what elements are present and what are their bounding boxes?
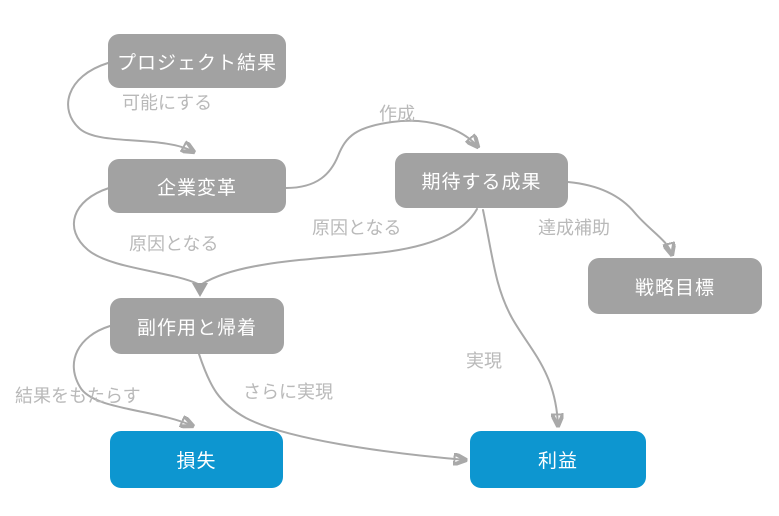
node-strategic-goal[interactable]: 戦略目標 [588, 258, 762, 314]
edge-realizes [482, 209, 558, 426]
causes-arrowhead-icon [192, 283, 208, 297]
edge-achievement-support [567, 181, 672, 255]
edge-further-realizes [198, 353, 466, 460]
node-profit[interactable]: 利益 [470, 431, 646, 488]
node-loss[interactable]: 損失 [110, 431, 283, 488]
edge-label-causes-right: 原因となる [312, 218, 402, 238]
edge-enables [67, 62, 194, 152]
edge-creates [285, 119, 478, 189]
edge-label-enables: 可能にする [122, 93, 213, 113]
edge-causes-right [201, 208, 478, 285]
edge-brings-results [72, 325, 193, 426]
edge-label-further-realizes: さらに実現 [243, 382, 333, 402]
node-project-result[interactable]: プロジェクト結果 [108, 34, 286, 88]
node-side-effects[interactable]: 副作用と帰着 [110, 298, 284, 354]
edge-label-achievement-support: 達成補助 [538, 218, 610, 238]
edge-label-brings-results: 結果をもたらす [15, 386, 141, 406]
node-corporate-change[interactable]: 企業変革 [108, 159, 286, 213]
node-expected-outcome[interactable]: 期待する成果 [395, 153, 568, 208]
edge-label-realizes: 実現 [466, 351, 502, 371]
edge-causes-left [72, 187, 199, 285]
edge-label-creates: 作成 [379, 104, 415, 124]
edge-label-causes-left: 原因となる [129, 234, 219, 254]
